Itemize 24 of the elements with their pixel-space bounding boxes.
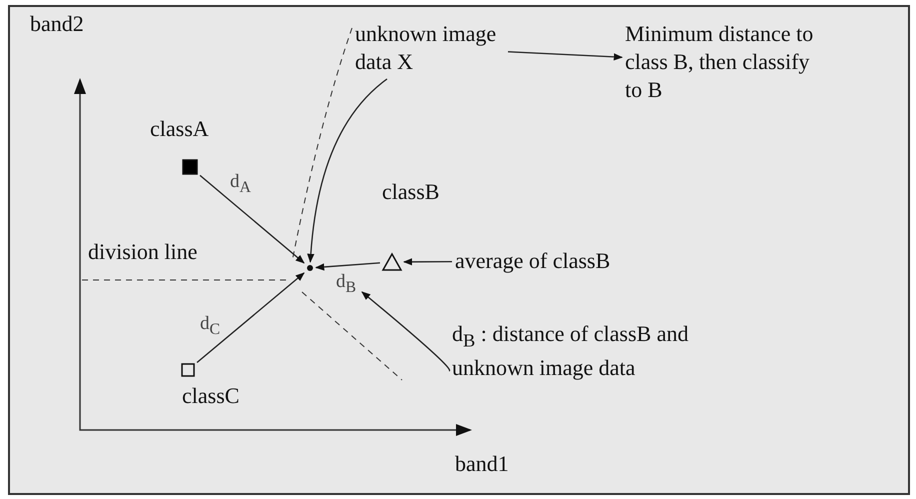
edge-label: d$_{A}$ [230, 170, 251, 198]
division-line-label: division line [88, 238, 198, 266]
class-label: classC [182, 382, 240, 410]
class-marker [181, 363, 195, 377]
annotation-text: unknown image data X [355, 20, 505, 76]
distance-arrow [315, 262, 380, 271]
leader-arrow [508, 51, 623, 60]
annotation-text: Minimum distance to class B, then classify to B [625, 20, 815, 104]
distance-arrow [200, 174, 305, 264]
axis-label: band1 [455, 450, 509, 478]
leader-arrow [361, 291, 450, 372]
edge-label: d$_{C}$ [200, 312, 220, 340]
class-label: classB [382, 178, 440, 206]
edge-label: d$_{B}$ [336, 270, 356, 298]
data-point [307, 265, 313, 271]
leader-arrow [307, 78, 388, 263]
leader-arrow [403, 258, 452, 266]
axis-label: band2 [30, 10, 84, 38]
annotation-text: d$_{B}$ : distance of classB and unknown image data [452, 320, 702, 382]
distance-arrow [196, 272, 305, 363]
class-label: classA [150, 115, 209, 143]
class-marker [382, 252, 402, 271]
class-marker [182, 159, 198, 175]
annotation-text: average of classB [455, 247, 655, 275]
